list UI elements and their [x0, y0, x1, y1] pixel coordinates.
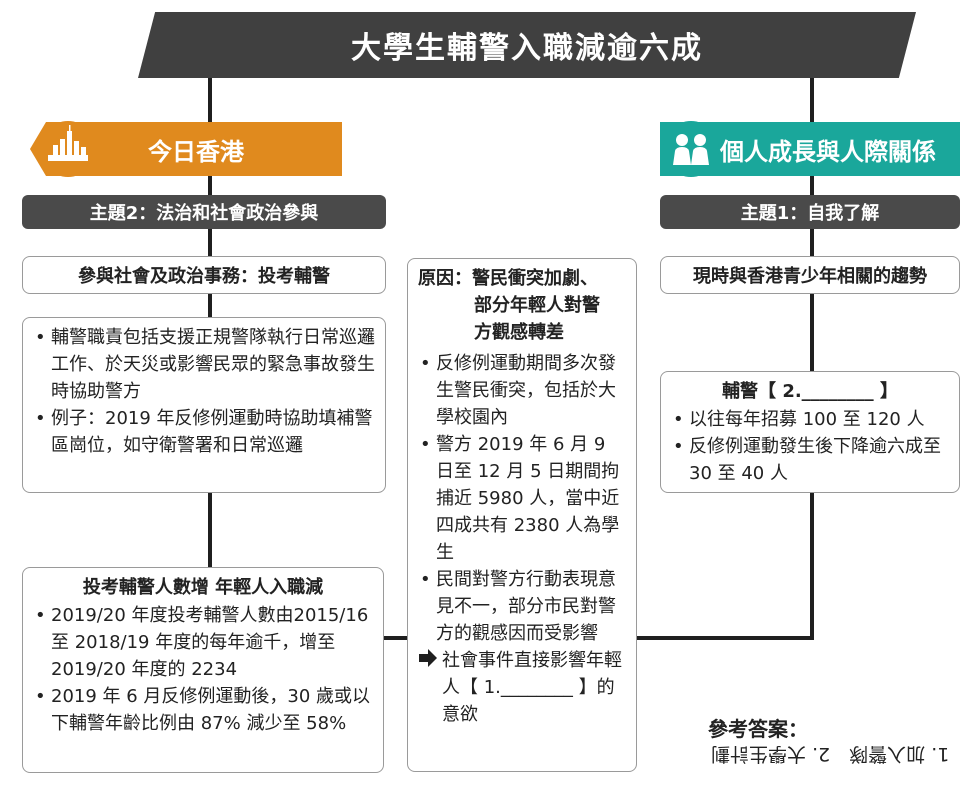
people-icon	[663, 121, 719, 177]
left-topic-label: 參與社會及政治事務：投考輔警	[78, 266, 330, 287]
right-trend-label: 現時與香港青少年相關的趨勢	[693, 266, 927, 287]
center-reasons-box: 原因：警民衝突加劇、 部分年輕人對警 方觀感轉差 反修例運動期間多次發生警民衝突…	[407, 258, 637, 772]
left-applicants-box: 投考輔警人數增 年輕人入職減 2019/20 年度投考輔警人數由2015/16 …	[22, 567, 384, 773]
list-item: 輔警職責包括支援正規警隊執行日常巡邏工作、於天災或影響民眾的緊急事故發生時協助警…	[33, 324, 375, 405]
theme-right-label: 主題1：自我了解	[740, 203, 880, 224]
conclusion-text: 社會事件直接影響年輕人【 1.________ 】的意欲	[442, 650, 622, 725]
connector-right-vertical	[810, 78, 814, 638]
connector-left-to-center	[384, 636, 408, 640]
right-trend-box: 現時與香港青少年相關的趨勢	[660, 256, 960, 294]
conclusion-line: 社會事件直接影響年輕人【 1.________ 】的意欲	[418, 647, 626, 728]
auxiliary-heading: 輔警【 2.________ 】	[722, 381, 898, 402]
theme-bar-left: 主題2：法治和社會政治參與	[22, 195, 386, 229]
list-item: 反修例運動發生後下降逾六成至 30 至 40 人	[671, 433, 949, 487]
reasons-heading-2: 部分年輕人對警	[474, 295, 600, 316]
page-title: 大學生輔警入職減逾六成	[351, 31, 703, 66]
category-label-left: 今日香港	[148, 137, 244, 166]
applicants-heading: 投考輔警人數增 年輕人入職減	[82, 577, 324, 598]
answers-text: 1. 加入警隊 2. 大學生計劃	[710, 743, 950, 765]
list-item: 例子：2019 年反修例運動時協助填補警區崗位，如守衛警署和日常巡邏	[33, 405, 375, 459]
list-item: 2019 年 6 月反修例運動後，30 歲或以下輔警年齡比例由 87% 減少至 …	[33, 683, 373, 737]
answers-heading: 參考答案：	[708, 717, 808, 741]
theme-bar-right: 主題1：自我了解	[660, 195, 960, 229]
list-item: 民間對警方行動表現意見不一，部分市民對警方的觀感因而受影響	[418, 566, 626, 647]
arrow-right-icon	[418, 647, 438, 677]
category-personal-growth: 個人成長與人際關係	[660, 122, 960, 176]
list-item: 以往每年招募 100 至 120 人	[671, 406, 949, 433]
reasons-heading-3: 方觀感轉差	[474, 322, 564, 343]
category-label-right: 個人成長與人際關係	[720, 137, 936, 166]
left-duties-box: 輔警職責包括支援正規警隊執行日常巡邏工作、於天災或影響民眾的緊急事故發生時協助警…	[22, 317, 386, 493]
theme-left-label: 主題2：法治和社會政治參與	[89, 203, 319, 224]
reasons-heading-1: 原因：警民衝突加劇、	[418, 268, 598, 289]
list-item: 反修例運動期間多次發生警民衝突，包括於大學校園內	[418, 350, 626, 431]
list-item: 警方 2019 年 6 月 9 日至 12 月 5 日期間拘捕近 5980 人，…	[418, 431, 626, 566]
skyline-icon	[40, 121, 96, 177]
left-topic-box: 參與社會及政治事務：投考輔警	[22, 256, 386, 294]
list-item: 2019/20 年度投考輔警人數由2015/16 至 2018/19 年度的每年…	[33, 602, 373, 683]
connector-center-to-right	[637, 636, 814, 640]
right-auxiliary-box: 輔警【 2.________ 】 以往每年招募 100 至 120 人 反修例運…	[660, 371, 960, 493]
title-banner: 大學生輔警入職減逾六成	[138, 12, 916, 78]
